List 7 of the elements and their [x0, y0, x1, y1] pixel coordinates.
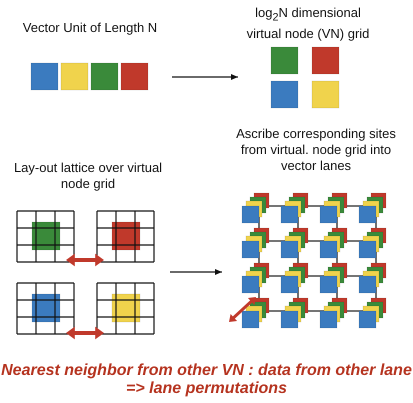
heading-text: Ascribe corresponding sites from virtual. node grid into vector lanes [235, 126, 397, 174]
heading-text: Lay-out lattice over virtual node grid [13, 160, 163, 192]
heading-text: log$_{2}$N dimensional virtual node (VN) grid [246, 5, 370, 42]
arrow [172, 74, 238, 80]
caption-text: Nearest neighbor from other VN : data from other lane => lane permutations [0, 362, 413, 398]
heading-text: Vector Unit of Length N [22, 20, 158, 36]
arrow [170, 269, 222, 275]
